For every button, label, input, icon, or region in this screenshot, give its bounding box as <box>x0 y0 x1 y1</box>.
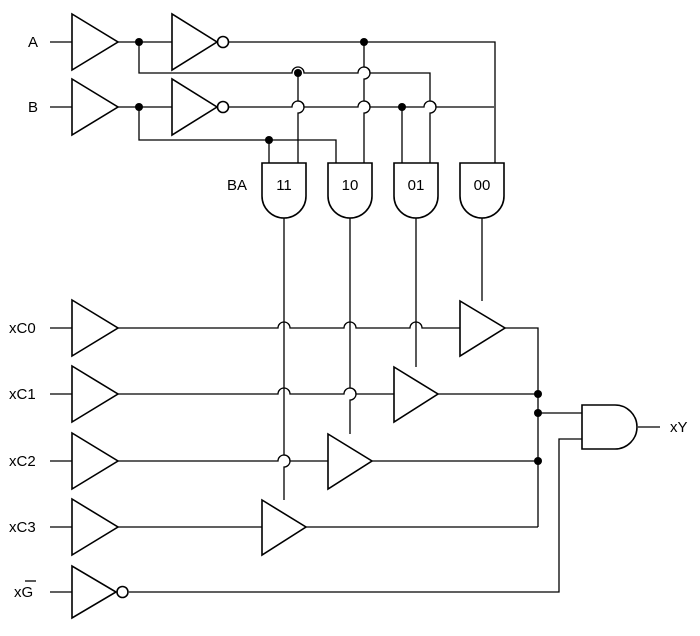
tristate-buffer-c0 <box>459 299 507 358</box>
label-gate-00: 00 <box>474 177 491 194</box>
and-gate-output <box>581 404 638 450</box>
buffer-xc2 <box>71 431 120 491</box>
label-gate-01: 01 <box>408 177 425 194</box>
wires <box>50 41 660 593</box>
inverter-xg <box>71 564 129 620</box>
label-xg-prefix: x <box>14 584 22 601</box>
label-xc1: xC1 <box>9 386 36 403</box>
inverter-b <box>171 77 230 137</box>
buffer-xc3 <box>71 497 120 557</box>
label-xc2: xC2 <box>9 453 36 470</box>
buffer-xc1 <box>71 364 120 424</box>
inverter-a <box>171 12 230 72</box>
label-xg-letter: G <box>22 584 34 601</box>
label-xc3: xC3 <box>9 519 36 536</box>
label-gate-11: 11 <box>276 177 292 194</box>
buffer-a <box>71 12 120 72</box>
junctions <box>135 38 542 465</box>
buffer-b <box>71 77 120 137</box>
tristate-buffer-c2 <box>327 432 374 491</box>
label-gate-10: 10 <box>342 177 359 194</box>
and-gate-10 <box>327 162 373 219</box>
tristate-buffer-c3 <box>261 498 308 557</box>
and-gate-00 <box>459 162 505 219</box>
label-xc0: xC0 <box>9 320 36 337</box>
tristate-buffer-c1 <box>393 365 440 424</box>
label-b: B <box>28 99 38 116</box>
label-xg: xG <box>14 584 33 601</box>
label-a: A <box>28 34 38 51</box>
label-xy: xY <box>670 419 688 436</box>
buffer-xc0 <box>71 298 120 358</box>
and-gate-01 <box>393 162 439 219</box>
label-decoder-prefix: BA <box>227 177 247 194</box>
and-gate-11 <box>261 162 307 219</box>
